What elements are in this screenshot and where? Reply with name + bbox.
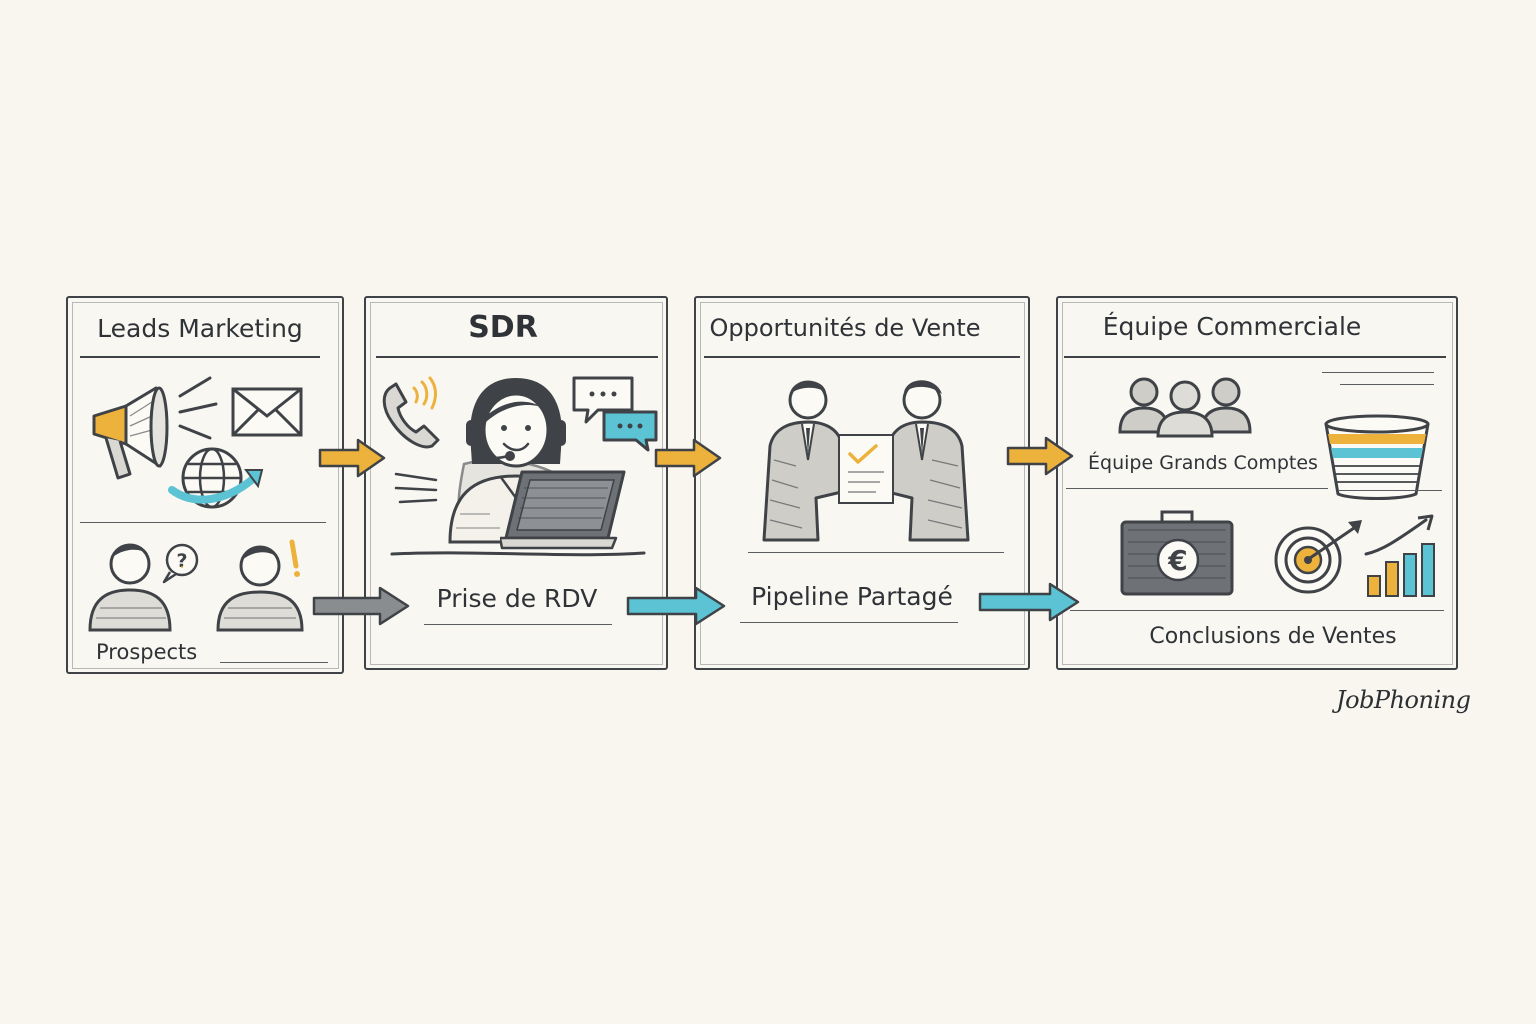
- arrow-rdv-to-pipeline: [626, 586, 726, 626]
- document-check-icon: [838, 434, 894, 504]
- megaphone-icon: [92, 386, 169, 480]
- arrow-sdr-to-opportunites: [654, 438, 722, 478]
- arrow-prospects-to-rdv: [312, 586, 410, 626]
- svg-text:?: ?: [176, 550, 187, 572]
- panel-sdr-title: SDR: [468, 310, 538, 345]
- group-icon: [1118, 377, 1252, 438]
- panel-equipe-sub2: Conclusions de Ventes: [1149, 624, 1397, 649]
- svg-text:€: €: [1167, 544, 1187, 577]
- brand-watermark: JobPhoning: [1336, 686, 1471, 714]
- sound-waves-icon: [178, 376, 218, 440]
- exclamation-person-icon: [216, 539, 304, 632]
- phone-icon: [382, 376, 440, 449]
- motion-lines-icon: [394, 472, 438, 504]
- funnel-icon: [1324, 414, 1430, 500]
- envelope-icon: [231, 387, 303, 437]
- panel-sdr-sub: Prise de RDV: [436, 584, 598, 613]
- target-icon: [1274, 520, 1362, 594]
- panel-equipe-title: Équipe Commerciale: [1102, 312, 1362, 341]
- growth-chart-icon: [1364, 514, 1435, 597]
- laptop-icon: [500, 470, 626, 550]
- panel-leads-title: Leads Marketing: [97, 314, 303, 343]
- chat-bubbles-icon: [572, 376, 658, 452]
- handshake-icon: [762, 380, 970, 542]
- euro-briefcase-icon: €: [1120, 510, 1234, 596]
- panel-opportunites-title: Opportunités de Vente: [709, 314, 981, 342]
- question-person-icon: ?: [88, 543, 199, 632]
- desk-icon: [390, 551, 646, 557]
- panel-leads-sub: Prospects: [96, 640, 198, 664]
- panel-opportunites-sub: Pipeline Partagé: [751, 582, 953, 611]
- arrow-leads-to-sdr: [318, 438, 386, 478]
- arrow-opportunites-to-equipe: [1006, 436, 1074, 476]
- panel-equipe-sub1: Équipe Grands Comptes: [1088, 452, 1318, 474]
- arrow-pipeline-to-ventes: [978, 582, 1080, 622]
- globe-icon: [168, 447, 264, 509]
